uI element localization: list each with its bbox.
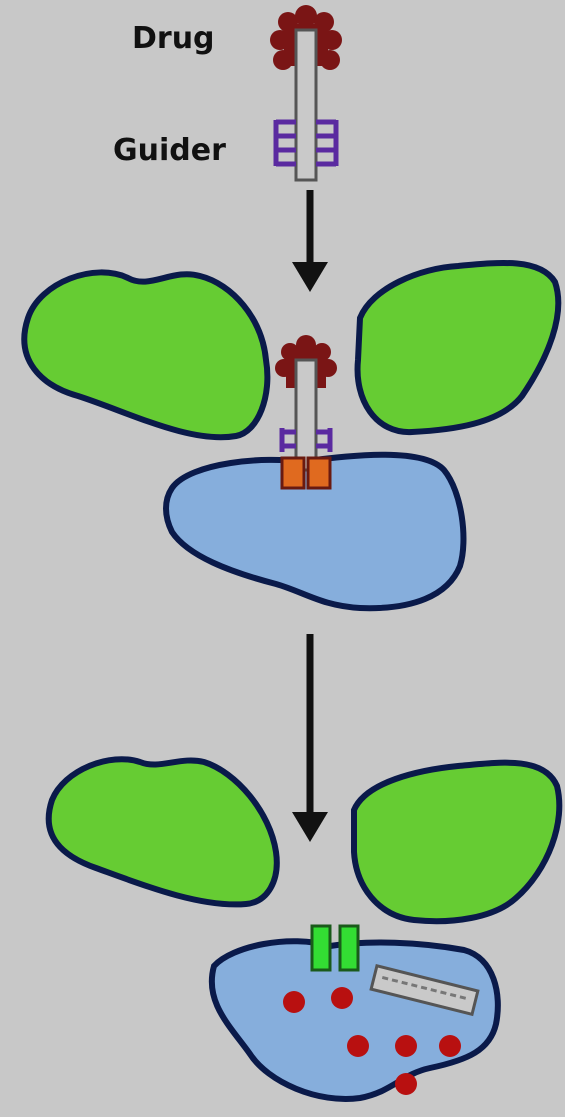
bound-drug-carrier — [275, 335, 337, 488]
guider-label: Guider — [113, 133, 226, 168]
arrow-down-2 — [292, 634, 328, 842]
drug-carrier-legend — [270, 5, 342, 180]
arrow-down-1 — [292, 190, 328, 292]
carrier-rod — [296, 360, 316, 470]
healthy-cell-right-1 — [358, 263, 559, 432]
healthy-cell-left-2 — [49, 759, 277, 904]
receptor-left — [282, 458, 304, 488]
receptor-right — [308, 458, 330, 488]
healthy-cell-right-2 — [354, 763, 559, 922]
healthy-cell-left-1 — [24, 272, 267, 437]
drug-label: Drug — [132, 21, 215, 56]
carrier-rod — [296, 30, 316, 180]
